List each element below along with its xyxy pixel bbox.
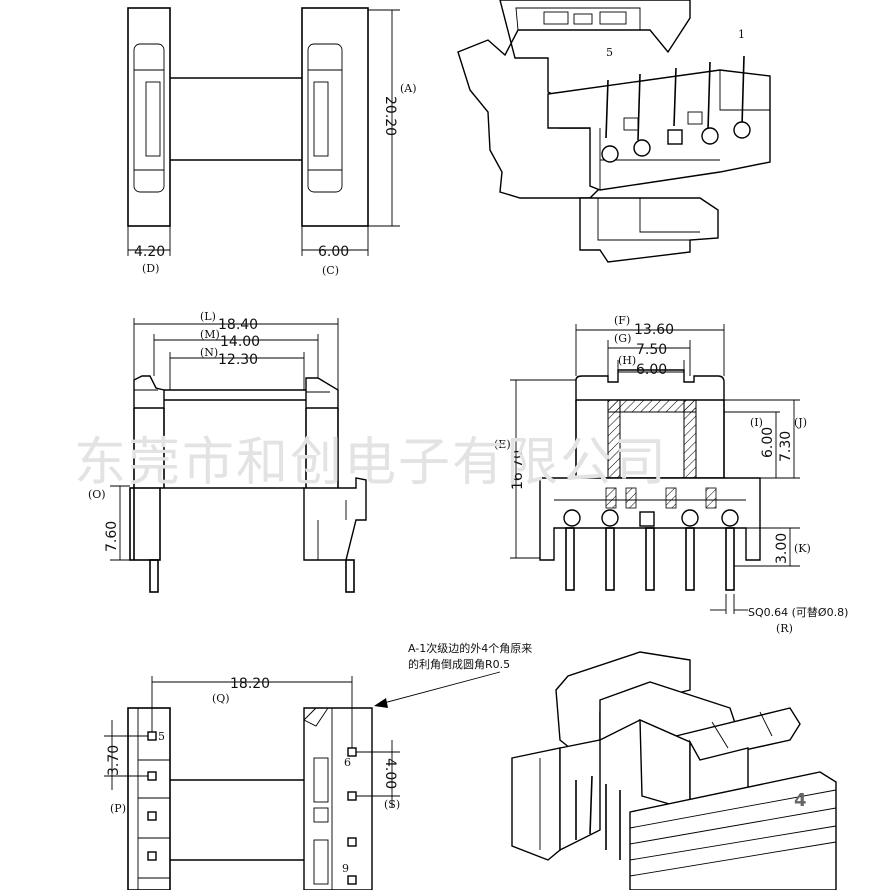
dim-l-tag: (L) (200, 310, 216, 323)
dim-n-tag: (N) (200, 346, 218, 359)
bottom-pin-9: 9 (342, 862, 349, 875)
bottom-pin-5: 5 (158, 730, 165, 743)
dim-d-tag: (D) (142, 262, 159, 275)
note-line-1: A-1次级边的外4个角原来 (408, 641, 532, 655)
dim-f-value: 13.60 (634, 322, 674, 338)
left-flange-top (133, 375, 165, 409)
dim-p-tag: (P) (110, 802, 126, 815)
dim-n-value: 12.30 (218, 352, 258, 368)
dim-m-tag: (M) (200, 328, 220, 341)
dim-o-value: 7.60 (104, 521, 120, 552)
company-watermark: 东莞市和创电子有限公司 (74, 433, 668, 493)
front-view: 18.40 (L) 14.00 (M) 12.30 (N) 7.60 (O) (88, 310, 367, 593)
bottom-left-pins (138, 731, 170, 879)
bottom-view: A-1次级边的外4个角原来 的利角倒成圆角R0.5 5 6 (104, 641, 532, 890)
dim-s-value: 4.00 (382, 758, 398, 789)
dim-s-tag: (S) (384, 798, 400, 811)
iso-view-top: 5 1 (457, 0, 771, 263)
dim-f-tag: (F) (614, 314, 630, 327)
dim-c-tag: (C) (322, 264, 339, 277)
dim-k-value: 3.00 (774, 533, 790, 564)
iso-pin-label-5: 5 (606, 46, 613, 59)
dim-i-tag: (I) (750, 416, 763, 429)
section-view: 13.60 (F) 7.50 (G) 6.00 (H) 16.70 (E) 6.… (494, 314, 848, 635)
dim-q-value: 18.20 (230, 676, 270, 692)
dim-g-tag: (G) (614, 332, 631, 345)
dim-h-value: 6.00 (636, 362, 667, 378)
note-line-2: 的利角倒成圆角R0.5 (408, 657, 510, 671)
dim-l-value: 18.40 (218, 317, 258, 333)
dim-m-value: 14.00 (220, 334, 260, 350)
right-flange (301, 7, 369, 227)
dim-c-value: 6.00 (318, 244, 349, 260)
dim-j-tag: (J) (794, 416, 807, 429)
dim-p-value: 3.70 (106, 745, 122, 776)
dim-e-tag: (E) (494, 438, 511, 451)
page-number: 4 (794, 790, 807, 811)
pin-size-note: SQ0.64 (可替Ø0.8) (748, 605, 848, 619)
left-flange (127, 7, 171, 227)
dim-g-value: 7.50 (636, 342, 667, 358)
dim-d-value: 4.20 (134, 244, 165, 260)
dim-r-tag: (R) (776, 622, 793, 635)
dim-q-tag: (Q) (212, 692, 230, 705)
dim-o-tag: (O) (88, 488, 106, 501)
dim-h-tag: (H) (618, 354, 636, 367)
dim-e-value: 16.70 (510, 450, 526, 490)
iso-pin-label-1: 1 (738, 28, 745, 41)
dim-a-value: 20.20 (382, 96, 398, 136)
dim-j-value: 7.30 (778, 431, 794, 462)
dim-a-tag: (A) (400, 82, 417, 95)
bottom-pin-6: 6 (344, 756, 351, 769)
iso-view-bottom: 4 (511, 651, 837, 890)
iso-pins (601, 55, 751, 163)
top-view: 20.20 (A) 4.20 (D) 6.00 (C) (127, 7, 417, 277)
dim-i-value: 6.00 (760, 427, 776, 458)
dim-k-tag: (K) (794, 542, 811, 555)
